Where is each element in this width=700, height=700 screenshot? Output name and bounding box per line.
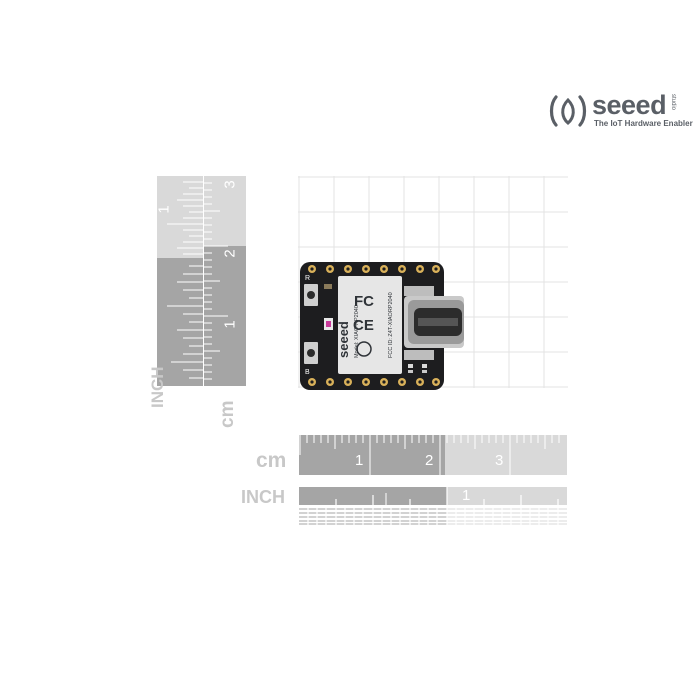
horizontal-cm-number-3: 3 <box>495 452 504 469</box>
shield-model: Model: XIAO-RP2040 <box>354 305 360 358</box>
horizontal-cm-label: cm <box>256 449 287 472</box>
fcc-mark: FC <box>354 293 374 310</box>
xiao-rp2040-board: R B seeed Model: XIAO-RP2040 FCC ID: Z4T… <box>300 262 464 390</box>
ce-mark: CE <box>353 317 374 334</box>
vertical-cm-number-2: 2 <box>221 249 239 258</box>
logo-tagline: The IoT Hardware Enabler <box>594 119 693 128</box>
vertical-cm-ruler <box>204 176 246 386</box>
seeed-studio-logo: seeed studio The IoT Hardware Enabler <box>548 90 698 132</box>
seeed-swirl-icon <box>549 95 587 127</box>
vertical-cm-label: cm <box>217 400 238 428</box>
vertical-inch-label: INCH <box>148 366 167 408</box>
logo-wordmark: seeed <box>592 90 667 120</box>
vertical-inch-number-1: 1 <box>155 205 173 214</box>
horizontal-cm-number-2: 2 <box>425 452 434 469</box>
shield-brand: seeed <box>336 321 351 358</box>
vertical-inch-ruler <box>157 176 203 386</box>
rf-shield <box>338 276 402 374</box>
vertical-cm-number-1: 1 <box>221 320 239 329</box>
horizontal-inch-number-1: 1 <box>462 487 471 504</box>
horizontal-cm-ruler <box>299 435 567 475</box>
horizontal-cm-number-1: 1 <box>355 452 364 469</box>
horizontal-inch-ruler <box>299 487 567 527</box>
button-b-label: B <box>305 369 310 376</box>
button-r-label: R <box>305 275 310 282</box>
logo-studio-text: studio <box>670 94 676 111</box>
horizontal-inch-label: INCH <box>241 487 285 507</box>
vertical-cm-number-3: 3 <box>221 180 239 189</box>
shield-fcc-id: FCC ID: Z4T-XIAORP2040 <box>388 292 394 358</box>
